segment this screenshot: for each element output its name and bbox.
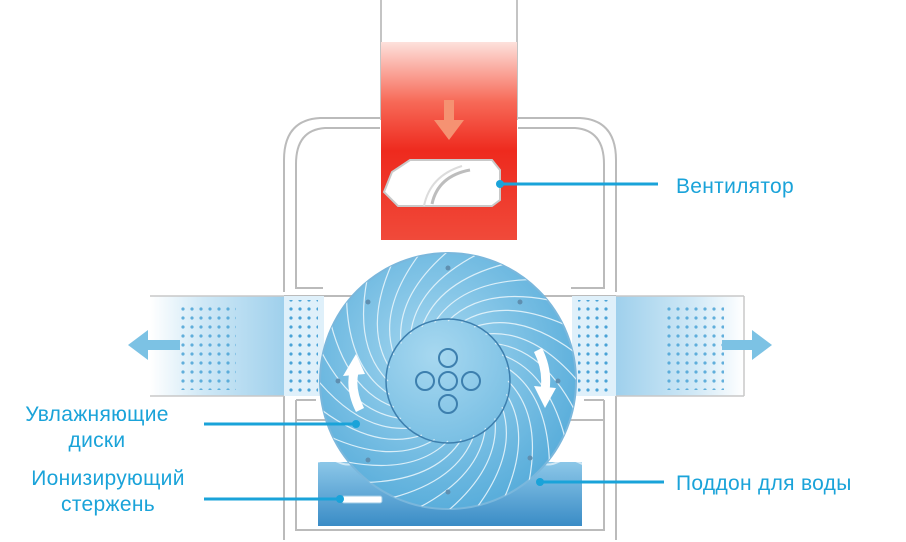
disc-vane [400, 253, 449, 344]
rod-label: Ионизирующий стержень [2, 466, 214, 518]
disc-vane [503, 394, 520, 499]
disc-vane [476, 406, 507, 509]
discs-label: Увлажняющие диски [2, 402, 192, 454]
disc-vane [461, 309, 566, 326]
disc-vane [506, 367, 551, 463]
left-arrow-icon [128, 330, 180, 360]
humidifying-discs [319, 252, 577, 510]
hot-air-column [381, 42, 517, 240]
curved-up-arrow-icon [343, 354, 365, 413]
disc-vane [366, 439, 462, 484]
pointer-lines [204, 180, 664, 503]
disc-vane [391, 434, 475, 499]
disc-vane [409, 253, 478, 335]
disc-vane [345, 299, 390, 395]
disc-vane [376, 263, 393, 368]
discs-label-line1: Увлажняющие [25, 403, 169, 426]
disc-vane [507, 380, 534, 483]
disc-vane [501, 354, 566, 438]
disc-vane [362, 279, 389, 382]
right-arrow-icon [722, 330, 772, 360]
disc-vane [330, 436, 435, 453]
ionizing-rod [341, 495, 383, 504]
fan-unit [382, 159, 501, 207]
tray-label: Поддон для воды [676, 472, 852, 495]
disc-vane [434, 278, 530, 323]
disc-vane [346, 440, 449, 467]
rod-label-line1: Ионизирующий [31, 467, 185, 490]
disc-vane [447, 418, 496, 509]
disc-vane [418, 427, 487, 509]
discs-label-line2: диски [68, 429, 126, 452]
disc-vane [473, 322, 576, 353]
rod-label-line2: стержень [61, 493, 155, 516]
fan-label: Вентилятор [676, 175, 794, 198]
disc-vane [421, 263, 505, 328]
disc-vane [320, 409, 423, 440]
right-air-outlet [572, 295, 745, 397]
disc-vane [447, 295, 550, 322]
disc-vane [320, 380, 411, 429]
disc-vane [389, 253, 420, 356]
curved-down-arrow-icon [533, 347, 556, 408]
down-arrow-icon [434, 100, 464, 140]
disc-vane [485, 333, 576, 382]
